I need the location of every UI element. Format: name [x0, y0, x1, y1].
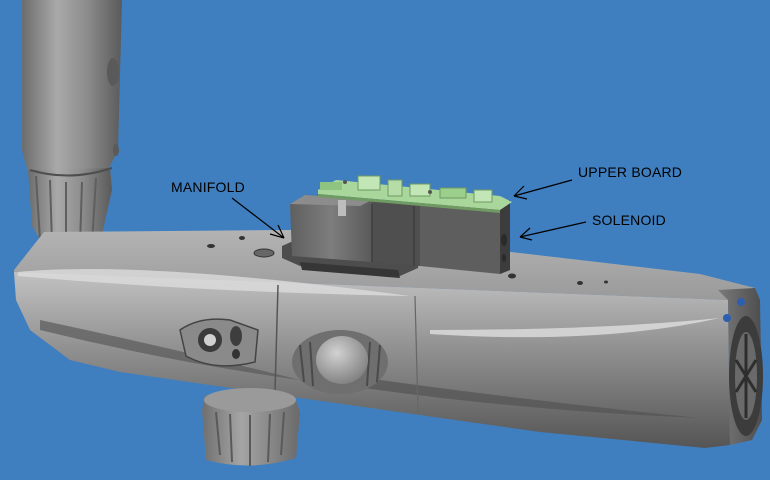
vertical-tube	[22, 0, 122, 247]
center-dome	[292, 330, 388, 394]
upper-board-arrow	[513, 179, 573, 197]
solenoid-label: SOLENOID	[592, 212, 666, 228]
solenoid	[290, 195, 510, 274]
upper-board	[318, 175, 512, 213]
manifold-arrow	[231, 197, 285, 239]
bottom-cylinder	[202, 388, 300, 466]
upper-board-label: UPPER BOARD	[578, 164, 683, 180]
side-fitting	[179, 318, 259, 367]
manifold-label: MANIFOLD	[171, 179, 245, 195]
leader-arrows	[231, 179, 587, 241]
solenoid-arrow	[519, 221, 587, 238]
